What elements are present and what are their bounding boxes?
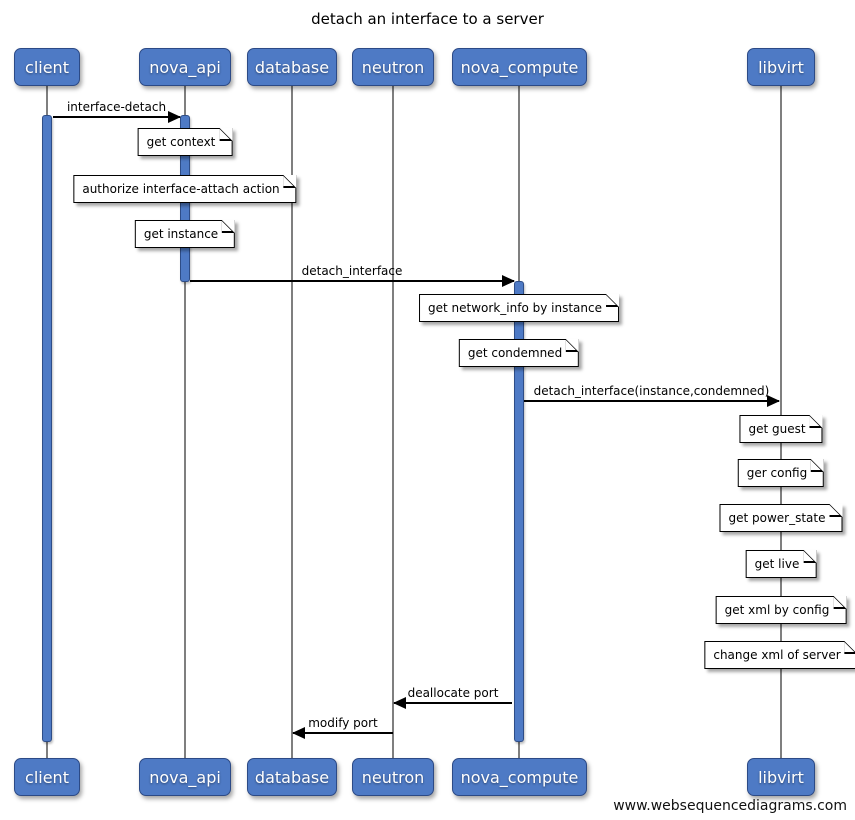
- actor-label: client: [25, 767, 69, 787]
- actor-bottom-neutron: neutron: [352, 758, 434, 796]
- actor-top-client: client: [14, 48, 80, 86]
- actor-label: nova_api: [149, 767, 221, 787]
- note-label: authorize interface-attach action: [82, 182, 280, 196]
- message-line: [53, 116, 180, 118]
- lifeline-neutron: [392, 86, 394, 758]
- actor-bottom-database: database: [247, 758, 337, 796]
- message-detach-interface-instance-condemned: detach_interface(instance,condemned): [524, 380, 780, 407]
- message-line: [394, 702, 512, 704]
- message-label: interface-detach: [66, 100, 167, 114]
- arrowhead-right-icon: [767, 395, 780, 407]
- actor-label: client: [25, 57, 69, 77]
- arrowhead-right-icon: [502, 275, 515, 287]
- note-label: get xml by config: [724, 603, 830, 617]
- note-get-condemned: get condemned: [458, 339, 580, 367]
- actor-top-nova-api: nova_api: [139, 48, 231, 86]
- note-get-instance: get instance: [134, 220, 236, 248]
- actor-label: libvirt: [758, 767, 804, 787]
- note-label: get instance: [143, 227, 219, 241]
- actor-label: neutron: [361, 57, 425, 77]
- note-label: get condemned: [467, 346, 563, 360]
- arrowhead-left-icon: [292, 727, 305, 739]
- message-modify-port: modify port: [292, 712, 393, 739]
- note-label: get context: [146, 135, 216, 149]
- note-get-guest: get guest: [739, 415, 823, 443]
- activation-nova-compute: [514, 281, 524, 742]
- message-line: [524, 400, 779, 402]
- note-get-power-state: get power_state: [719, 504, 843, 532]
- message-interface-detach: interface-detach: [53, 96, 181, 123]
- note-get-context: get context: [137, 128, 233, 156]
- note-get-network-info-by-instance: get network_info by instance: [419, 294, 619, 322]
- actor-top-neutron: neutron: [352, 48, 434, 86]
- note-label: ger config: [746, 466, 808, 480]
- note-get-live: get live: [745, 550, 817, 578]
- message-deallocate-port: deallocate port: [393, 682, 512, 709]
- actor-label: nova_compute: [460, 57, 579, 77]
- actor-top-nova-compute: nova_compute: [452, 48, 587, 86]
- note-label: get live: [754, 557, 800, 571]
- note-get-xml-by-config: get xml by config: [715, 596, 847, 624]
- actor-label: nova_api: [149, 57, 221, 77]
- message-label: detach_interface(instance,condemned): [533, 384, 770, 398]
- message-label: detach_interface: [301, 264, 403, 278]
- lifeline-database: [291, 86, 293, 758]
- watermark: www.websequencediagrams.com: [613, 798, 847, 814]
- actor-label: neutron: [361, 767, 425, 787]
- actor-label: libvirt: [758, 57, 804, 77]
- message-label: deallocate port: [407, 686, 499, 700]
- note-change-xml-of-server: change xml of server: [704, 641, 855, 669]
- actor-label: database: [254, 767, 330, 787]
- actor-label: database: [254, 57, 330, 77]
- actor-bottom-client: client: [14, 758, 80, 796]
- note-ger-config: ger config: [737, 459, 825, 487]
- message-detach-interface: detach_interface: [190, 260, 515, 287]
- actor-top-database: database: [247, 48, 337, 86]
- diagram-title: detach an interface to a server: [311, 10, 544, 28]
- actor-bottom-nova-api: nova_api: [139, 758, 231, 796]
- lifeline-nova-api: [184, 86, 186, 758]
- activation-client: [42, 115, 52, 742]
- note-label: get guest: [748, 422, 806, 436]
- note-authorize-interface-attach-action: authorize interface-attach action: [73, 175, 297, 203]
- actor-top-libvirt: libvirt: [747, 48, 815, 86]
- arrowhead-left-icon: [393, 697, 406, 709]
- note-label: change xml of server: [713, 648, 841, 662]
- actor-bottom-libvirt: libvirt: [747, 758, 815, 796]
- note-label: get power_state: [728, 511, 826, 525]
- note-label: get network_info by instance: [428, 301, 602, 315]
- actor-label: nova_compute: [460, 767, 579, 787]
- arrowhead-right-icon: [168, 111, 181, 123]
- message-line: [293, 732, 393, 734]
- message-line: [190, 280, 514, 282]
- actor-bottom-nova-compute: nova_compute: [452, 758, 587, 796]
- message-label: modify port: [308, 716, 378, 730]
